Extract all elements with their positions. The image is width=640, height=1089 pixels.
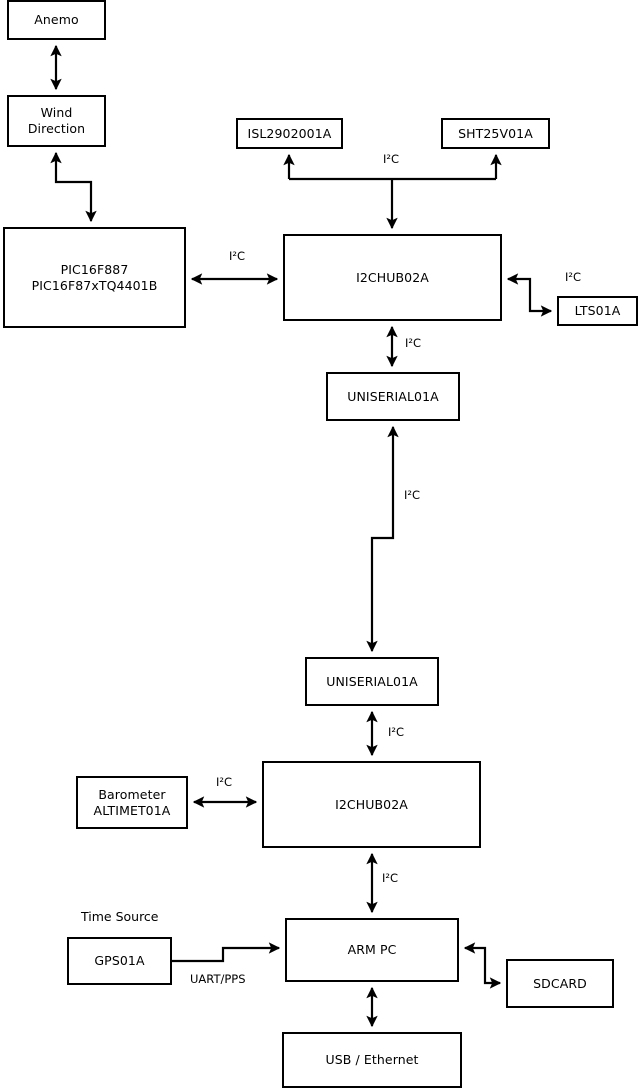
node-arm-pc-label: ARM PC: [347, 942, 397, 958]
node-isl2902001a-label: ISL2902001A: [247, 125, 332, 141]
edge-label-i2c-uniserial-link: I²C: [404, 488, 421, 502]
node-uniserial01a-upper-label: UNISERIAL01A: [347, 388, 439, 404]
node-arm-pc[interactable]: ARM PC: [285, 918, 459, 982]
edge-label-i2c-lts: I²C: [565, 270, 582, 284]
edge-label-i2c-uniserial-hub: I²C: [388, 725, 405, 739]
node-usb-ethernet[interactable]: USB / Ethernet: [282, 1032, 462, 1088]
node-pic-mcu[interactable]: PIC16F887 PIC16F87xTQ4401B: [3, 227, 186, 328]
node-sdcard-label: SDCARD: [533, 975, 587, 991]
node-uniserial01a-upper[interactable]: UNISERIAL01A: [326, 372, 460, 421]
connector-gps-armpc: [172, 942, 281, 963]
edge-label-i2c-hub-armpc: I²C: [382, 871, 399, 885]
node-i2chub02a-top[interactable]: I2CHUB02A: [283, 234, 502, 321]
connector-hubtop-lts: [506, 273, 553, 317]
node-uniserial01a-lower-label: UNISERIAL01A: [326, 673, 418, 689]
node-barometer-altimet01a-label: Barometer ALTIMET01A: [93, 786, 171, 818]
node-gps01a-label: GPS01A: [94, 953, 145, 969]
node-wind-direction[interactable]: Wind Direction: [7, 95, 106, 147]
node-i2chub02a-bottom-label: I2CHUB02A: [335, 796, 408, 812]
connector-uniserial1-uniserial2: [366, 425, 399, 653]
node-sdcard[interactable]: SDCARD: [506, 959, 614, 1008]
label-time-source: Time Source: [81, 909, 159, 924]
node-wind-direction-label: Wind Direction: [27, 105, 86, 136]
edge-label-i2c-sensor-bus: I²C: [383, 152, 400, 166]
node-anemo-label: Anemo: [34, 12, 79, 28]
node-lts01a[interactable]: LTS01A: [557, 296, 638, 326]
edge-label-i2c-barometer: I²C: [216, 775, 233, 789]
edge-label-uart-pps: UART/PPS: [190, 972, 246, 986]
node-gps01a[interactable]: GPS01A: [67, 937, 172, 985]
node-sht25v01a-label: SHT25V01A: [458, 125, 533, 141]
node-sht25v01a[interactable]: SHT25V01A: [441, 118, 550, 149]
node-barometer-altimet01a[interactable]: Barometer ALTIMET01A: [76, 776, 188, 829]
connector-wind-pic: [50, 151, 97, 223]
node-uniserial01a-lower[interactable]: UNISERIAL01A: [305, 657, 439, 706]
edge-label-i2c-pic-hub: I²C: [229, 249, 246, 263]
node-anemo[interactable]: Anemo: [7, 0, 106, 40]
node-usb-ethernet-label: USB / Ethernet: [325, 1052, 419, 1068]
node-i2chub02a-bottom[interactable]: I2CHUB02A: [262, 761, 481, 848]
node-isl2902001a[interactable]: ISL2902001A: [236, 118, 343, 149]
node-lts01a-label: LTS01A: [574, 303, 621, 319]
edge-label-i2c-hub-uniserial: I²C: [405, 336, 422, 350]
node-i2chub02a-top-label: I2CHUB02A: [356, 269, 429, 285]
connector-armpc-sdcard: [463, 942, 502, 989]
node-pic-mcu-label: PIC16F887 PIC16F87xTQ4401B: [31, 261, 158, 293]
